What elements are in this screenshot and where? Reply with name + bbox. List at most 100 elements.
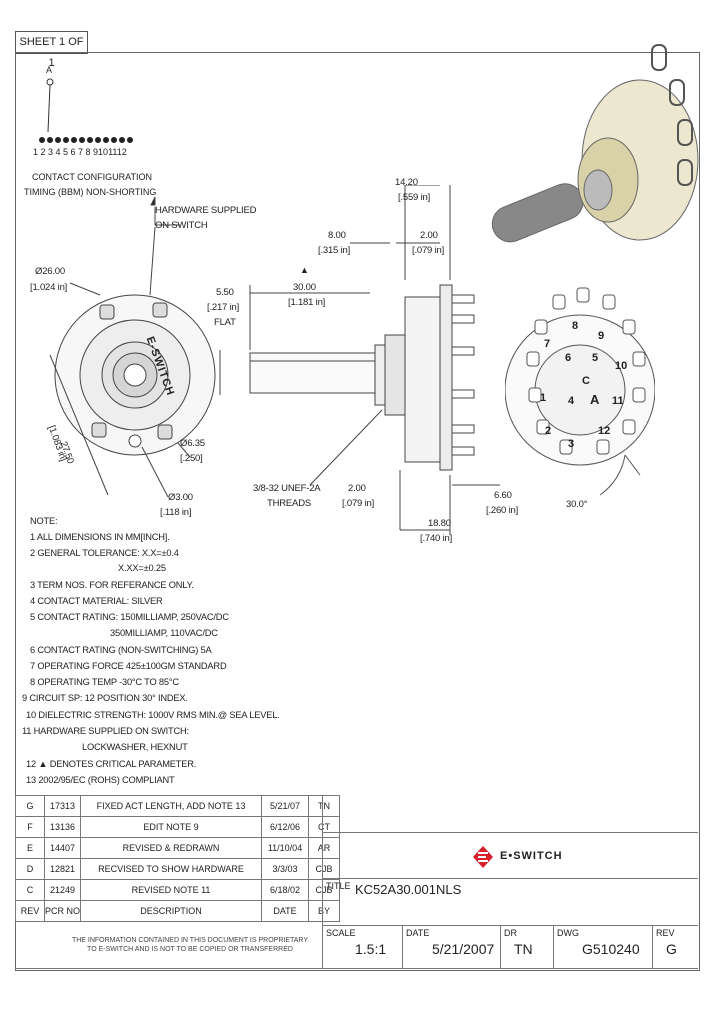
date-label: DATE — [406, 928, 430, 938]
dr-label: DR — [504, 928, 517, 938]
rear-term-11: 11 — [612, 395, 624, 407]
rev-cell: F — [15, 816, 45, 838]
dwg-label: DWG — [557, 928, 579, 938]
rear-term-8: 8 — [572, 320, 579, 332]
header-desc: DESCRIPTION — [80, 900, 263, 922]
revision-row: E 14407 REVISED & REDRAWN 11/10/04 AR — [15, 837, 341, 859]
rev-cell: G — [15, 795, 45, 817]
desc-cell: EDIT NOTE 9 — [80, 816, 263, 838]
desc-cell: REVISED & REDRAWN — [80, 837, 263, 859]
pcr-cell: 12821 — [43, 858, 82, 880]
tb-divider — [15, 968, 698, 969]
critical-triangle-icon: ▲ — [300, 265, 309, 275]
logo-text: E•SWITCH — [500, 850, 563, 862]
note-line: 13 2002/95/EC (ROHS) COMPLIANT — [26, 775, 175, 785]
pcr-cell: 21249 — [43, 879, 82, 901]
rev-cell: D — [15, 858, 45, 880]
date-cell: 5/21/07 — [261, 795, 310, 817]
header-by: BY — [308, 900, 341, 922]
by-cell: CJB — [308, 858, 341, 880]
tb-divider — [553, 925, 554, 968]
note-line: 3 TERM NOS. FOR REFERANCE ONLY. — [30, 580, 194, 590]
flat-label: FLAT — [214, 317, 236, 328]
dim-30-00-mm: 30.00 — [293, 282, 316, 293]
dim-18-80-mm: 18.80 — [428, 518, 451, 529]
contact-caption-2: TIMING (BBM) NON-SHORTING — [24, 187, 157, 197]
thread-label-2: THREADS — [267, 498, 311, 509]
desc-cell: FIXED ACT LENGTH, ADD NOTE 13 — [80, 795, 263, 817]
dim-2-00a-in: [.079 in] — [412, 245, 445, 256]
note-line: 11 HARDWARE SUPPLIED ON SWITCH: — [22, 726, 189, 736]
rev-value: G — [666, 941, 677, 957]
date-cell: 6/12/06 — [261, 816, 310, 838]
e-switch-logo-icon — [473, 846, 493, 868]
pcr-cell: 13136 — [43, 816, 82, 838]
pcr-cell: 17313 — [43, 795, 82, 817]
date-value: 5/21/2007 — [432, 941, 495, 957]
date-cell: 6/18/02 — [261, 879, 310, 901]
note-line: 4 CONTACT MATERIAL: SILVER — [30, 596, 163, 606]
note-line: 350MILLIAMP, 110VAC/DC — [110, 628, 218, 638]
rear-term-a: A — [590, 392, 600, 407]
note-line: 12 ▲ DENOTES CRITICAL PARAMETER. — [26, 759, 197, 769]
thread-label-1: 3/8-32 UNEF-2A — [253, 483, 321, 494]
sheet-label: SHEET 1 OF 1 — [15, 31, 88, 69]
dim-14-20-mm: 14.20 — [395, 177, 418, 188]
dim-6-60-in: [.260 in] — [486, 505, 519, 516]
tb-divider — [322, 832, 698, 833]
scale-value: 1.5:1 — [355, 941, 387, 957]
dim-5-50-mm: 5.50 — [216, 287, 234, 298]
dim-2-00b-in: [.079 in] — [342, 498, 375, 509]
rear-term-9: 9 — [598, 330, 605, 342]
note-line: LOCKWASHER, HEXNUT — [82, 742, 188, 752]
dim-2-00a-mm: 2.00 — [420, 230, 438, 241]
revision-table: G 17313 FIXED ACT LENGTH, ADD NOTE 13 5/… — [15, 795, 341, 922]
date-cell: 11/10/04 — [261, 837, 310, 859]
front-dia-mm: Ø26.00 — [35, 266, 65, 277]
by-cell: AR — [308, 837, 341, 859]
note-line: 7 OPERATING FORCE 425±100GM STANDARD — [30, 661, 227, 671]
rear-term-6: 6 — [565, 352, 572, 364]
contact-marker: A — [46, 65, 53, 75]
contact-diagram: A 1 2 3 4 5 6 7 8 9101112 CONTACT CONFIG… — [24, 62, 170, 202]
dim-2-00b-mm: 2.00 — [348, 483, 366, 494]
hardware-note-2: ON SWITCH — [155, 220, 208, 231]
side-view-drawing — [219, 185, 500, 535]
revision-row: G 17313 FIXED ACT LENGTH, ADD NOTE 13 5/… — [15, 795, 341, 817]
rev-cell: E — [15, 837, 45, 859]
contact-dots — [39, 78, 133, 143]
revision-row: D 12821 RECVISED TO SHOW HARDWARE 3/3/03… — [15, 858, 341, 880]
title-value: KC52A30.001NLS — [355, 882, 462, 897]
front-view-drawing — [49, 196, 216, 498]
rear-terminal-view — [505, 287, 655, 496]
note-line: 10 DIELECTRIC STRENGTH: 1000V RMS MIN.@ … — [26, 710, 280, 720]
rear-term-10: 10 — [615, 360, 628, 372]
tb-divider — [500, 925, 501, 968]
date-cell: 3/3/03 — [261, 858, 310, 880]
note-line: 1 ALL DIMENSIONS IN MM[INCH]. — [30, 532, 170, 542]
rear-term-12: 12 — [598, 425, 611, 437]
pcr-cell: 14407 — [43, 837, 82, 859]
tb-divider — [402, 925, 403, 968]
note-line: 6 CONTACT RATING (NON-SWITCHING) 5A — [30, 645, 212, 655]
title-label: TITLE — [326, 881, 351, 891]
rear-term-5: 5 — [592, 352, 599, 364]
note-line: 5 CONTACT RATING: 150MILLIAMP, 250VAC/DC — [30, 612, 229, 622]
by-cell: CT — [308, 816, 341, 838]
header-date: DATE — [261, 900, 310, 922]
dim-8-00-mm: 8.00 — [328, 230, 346, 241]
revision-header-row: REV PCR NO DESCRIPTION DATE BY — [15, 900, 341, 922]
notes-heading: NOTE: — [30, 516, 58, 526]
desc-cell: REVISED NOTE 11 — [80, 879, 263, 901]
front-pin-in: [.250] — [180, 453, 203, 464]
rear-term-3: 3 — [568, 438, 575, 450]
revision-row: F 13136 EDIT NOTE 9 6/12/06 CT — [15, 816, 341, 838]
rear-angle-label: 30.0° — [566, 499, 588, 510]
dim-14-20-in: [.559 in] — [398, 192, 431, 203]
contact-numbers: 1 2 3 4 5 6 7 8 9101112 — [33, 147, 127, 157]
by-cell: TN — [308, 795, 341, 817]
note-line: 2 GENERAL TOLERANCE: X.X=±0.4 — [30, 548, 179, 558]
tb-divider — [652, 925, 653, 968]
dim-30-00-in: [1.181 in] — [288, 297, 326, 308]
note-line: X.XX=±0.25 — [118, 563, 166, 573]
